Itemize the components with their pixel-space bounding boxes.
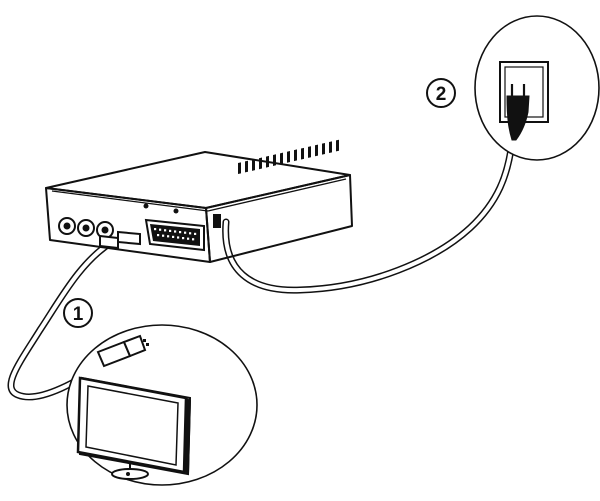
power-cable	[222, 138, 516, 294]
tv-bubble	[66, 324, 258, 486]
scart-cable	[7, 238, 116, 401]
scart-connector	[99, 230, 141, 250]
tv-scart-plug	[96, 334, 149, 368]
power-plug-icon	[506, 84, 530, 141]
set-top-box	[45, 139, 353, 263]
rca-jacks	[58, 217, 114, 239]
vent-slots	[238, 139, 339, 175]
step-number-2: 2	[436, 84, 447, 105]
scart-port	[144, 218, 205, 252]
step-number-1: 1	[73, 304, 84, 325]
step-callout-1: 1	[63, 298, 93, 328]
step-callout-2: 2	[426, 78, 456, 108]
wall-socket-bubble	[474, 15, 600, 161]
tv-monitor-icon	[76, 376, 192, 480]
